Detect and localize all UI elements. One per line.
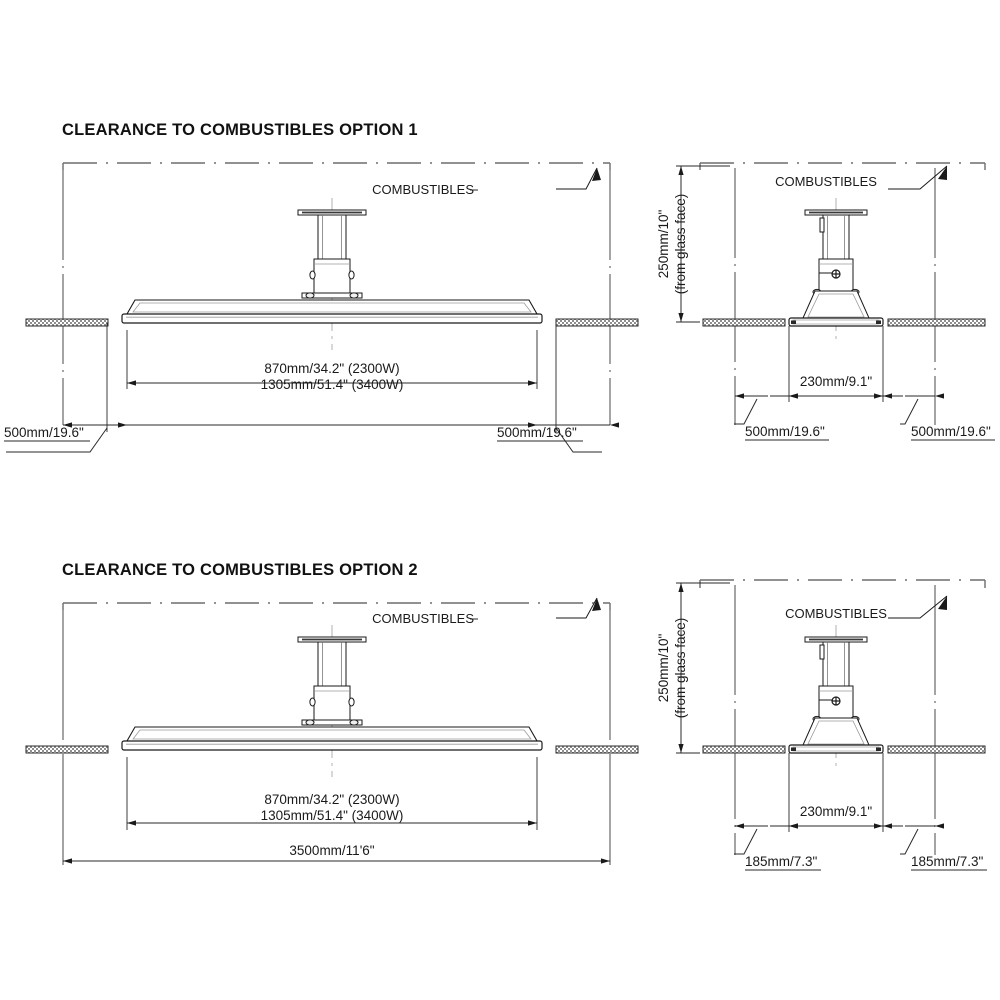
side-combustibles-arrowhead bbox=[938, 166, 947, 180]
combustibles-label-front-2: COMBUSTIBLES bbox=[372, 611, 474, 626]
left-clearance-label-1: 500mm/19.6" bbox=[4, 425, 84, 440]
option-1-side-view bbox=[676, 162, 986, 425]
vertical-clearance-label-line1-1: 250mm/10" bbox=[656, 210, 671, 279]
side-combustibles-arrowhead-2 bbox=[938, 596, 947, 610]
combustibles-arrowhead bbox=[592, 168, 601, 181]
side-left-clearance-leader-2 bbox=[734, 828, 758, 855]
side-right-clearance-leader bbox=[900, 398, 919, 425]
vertical-clearance-label-line2-1: (from glass face) bbox=[673, 194, 688, 295]
overall-dimension-label-2: 3500mm/11'6" bbox=[289, 843, 374, 858]
side-right-clearance-leader-2 bbox=[900, 828, 919, 855]
left-clearance-leader bbox=[6, 427, 108, 453]
combustibles-leader-2 bbox=[556, 597, 598, 619]
side-right-clearance-label-2: 185mm/7.3" bbox=[911, 854, 984, 869]
side-left-clearance-leader bbox=[734, 398, 758, 425]
section-title-option-2: CLEARANCE TO COMBUSTIBLES OPTION 2 bbox=[62, 561, 418, 579]
option-1-front-view bbox=[6, 162, 639, 453]
option-2-front-view bbox=[25, 597, 639, 865]
side-ceiling-section-left-2 bbox=[702, 745, 786, 754]
side-ceiling-section-right bbox=[887, 318, 986, 327]
section-title-option-1: CLEARANCE TO COMBUSTIBLES OPTION 1 bbox=[62, 121, 418, 139]
side-left-clearance-label-1: 500mm/19.6" bbox=[745, 424, 825, 439]
ceiling-section-right-2 bbox=[555, 745, 639, 754]
right-clearance-label-1: 500mm/19.6" bbox=[497, 425, 577, 440]
appliance-width-label-line2-2: 1305mm/51.4" (3400W) bbox=[261, 808, 404, 823]
appliance-width-label-line1-2: 870mm/34.2" (2300W) bbox=[264, 792, 399, 807]
ceiling-section-left bbox=[25, 318, 109, 327]
ceiling-section-right bbox=[555, 318, 639, 327]
appliance-width-label-line1-1: 870mm/34.2" (2300W) bbox=[264, 361, 399, 376]
combustibles-label-front-1: COMBUSTIBLES bbox=[372, 182, 474, 197]
combustibles-label-side-1: COMBUSTIBLES bbox=[775, 174, 877, 189]
side-left-clearance-label-2: 185mm/7.3" bbox=[745, 854, 818, 869]
combustibles-label-side-2: COMBUSTIBLES bbox=[785, 606, 887, 621]
side-combustibles-leader bbox=[888, 165, 948, 190]
depth-label-2: 230mm/9.1" bbox=[800, 804, 873, 819]
option-2-drawing bbox=[25, 579, 986, 865]
vertical-clearance-label-line1-2: 250mm/10" bbox=[656, 634, 671, 703]
ceiling-section-left-2 bbox=[25, 745, 109, 754]
appliance-width-label-line2-1: 1305mm/51.4" (3400W) bbox=[261, 377, 404, 392]
combustibles-leader bbox=[556, 167, 598, 190]
side-combustibles-leader-2 bbox=[888, 595, 948, 619]
vertical-clearance-label-line2-2: (from glass face) bbox=[673, 618, 688, 719]
side-ceiling-section-right-2 bbox=[887, 745, 986, 754]
side-ceiling-section-left bbox=[702, 318, 786, 327]
side-right-clearance-label-1: 500mm/19.6" bbox=[911, 424, 991, 439]
label-underlines bbox=[4, 189, 995, 871]
combustibles-arrowhead-2 bbox=[592, 598, 601, 611]
right-clearance-leader bbox=[555, 427, 602, 453]
option-2-side-view bbox=[676, 579, 986, 855]
option-1-drawing bbox=[6, 162, 986, 453]
depth-label-1: 230mm/9.1" bbox=[800, 374, 873, 389]
